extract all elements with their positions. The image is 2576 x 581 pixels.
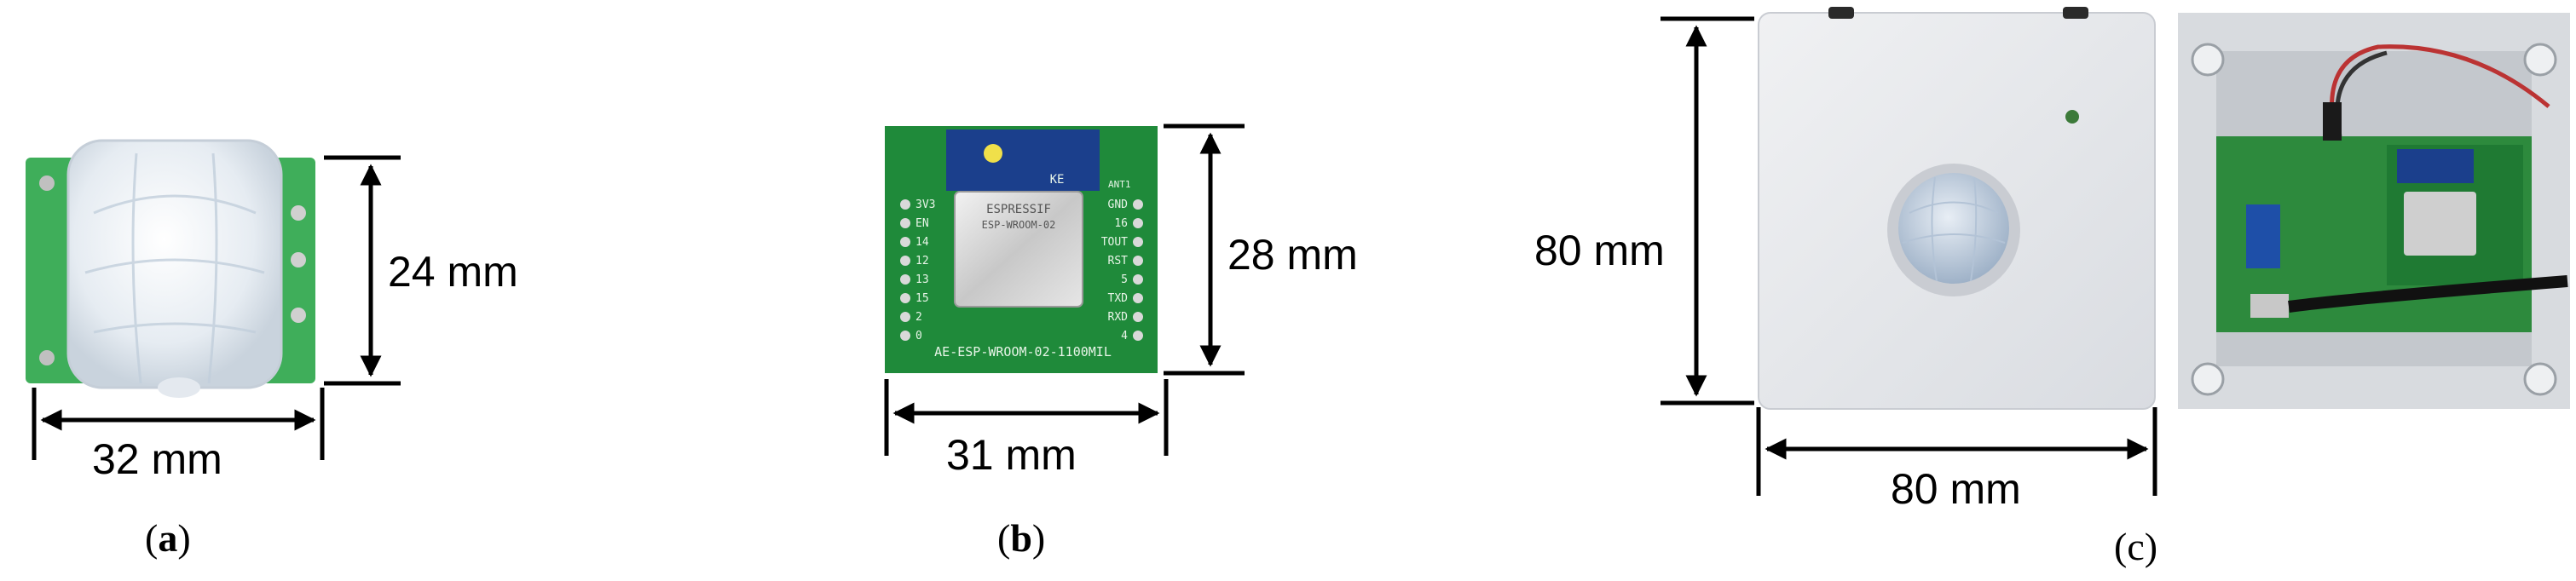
panel-a-width-label: 32 mm [92,435,222,483]
board-bottom-label: AE-ESP-WROOM-02-1100MIL [934,344,1112,360]
panel-b-width-label: 31 mm [946,431,1077,479]
pin-label: 15 [915,292,929,305]
pir-sensor-photo [26,139,315,398]
pin-label: 0 [915,330,922,342]
panel-b-caption-letter: b [1010,516,1032,560]
panel-b-width-dimension-line [884,379,1169,456]
panel-b-height-dimension-line [1164,124,1245,376]
pin-label: EN [915,217,929,230]
board-top-label: KE [1050,173,1065,187]
enclosure-open-photo [2178,13,2570,409]
pin-label: 4 [1121,330,1128,342]
board-left-pin-labels: 3V3 EN 14 12 13 15 2 0 [915,198,935,342]
pin-label: 3V3 [915,198,935,211]
pin-label: 16 [1114,217,1128,230]
panel-a-height-dimension-line [324,155,401,386]
pin-label: TOUT [1101,236,1128,249]
panel-c-height-dimension-line [1661,16,1754,406]
pin-label: RST [1108,255,1129,267]
esp-wroom-board-photo [885,126,1158,373]
pin-label: 5 [1121,273,1128,286]
pin-label: TXD [1108,292,1129,305]
chip-line1: ESPRESSIF [986,203,1051,216]
pin-label: RXD [1108,311,1129,324]
panel-c-caption: (c) [2114,525,2158,568]
panel-c-height-label: 80 mm [1534,227,1665,274]
panel-c-caption-letter: c [2127,525,2145,568]
pin-label: GND [1108,198,1129,211]
board-antenna-label: ANT1 [1108,179,1131,190]
panel-a-caption: (a) [145,516,191,560]
enclosure-closed-photo [1758,7,2156,410]
pin-label: 14 [915,236,929,249]
pin-label: 13 [915,273,929,286]
panel-c-width-dimension-line [1756,407,2157,496]
chip-line2: ESP-WROOM-02 [982,219,1056,231]
panel-a-caption-letter: a [158,516,178,560]
panel-c-width-label: 80 mm [1891,465,2021,513]
pin-label: 2 [915,311,922,324]
panel-b-caption: (b) [997,516,1046,560]
pin-label: 12 [915,255,929,267]
board-right-pin-labels: GND 16 TOUT RST 5 TXD RXD 4 [1101,198,1128,342]
panel-a-height-label: 24 mm [388,248,518,296]
panel-a-width-dimension-line [32,388,325,460]
panel-b-height-label: 28 mm [1227,231,1358,279]
